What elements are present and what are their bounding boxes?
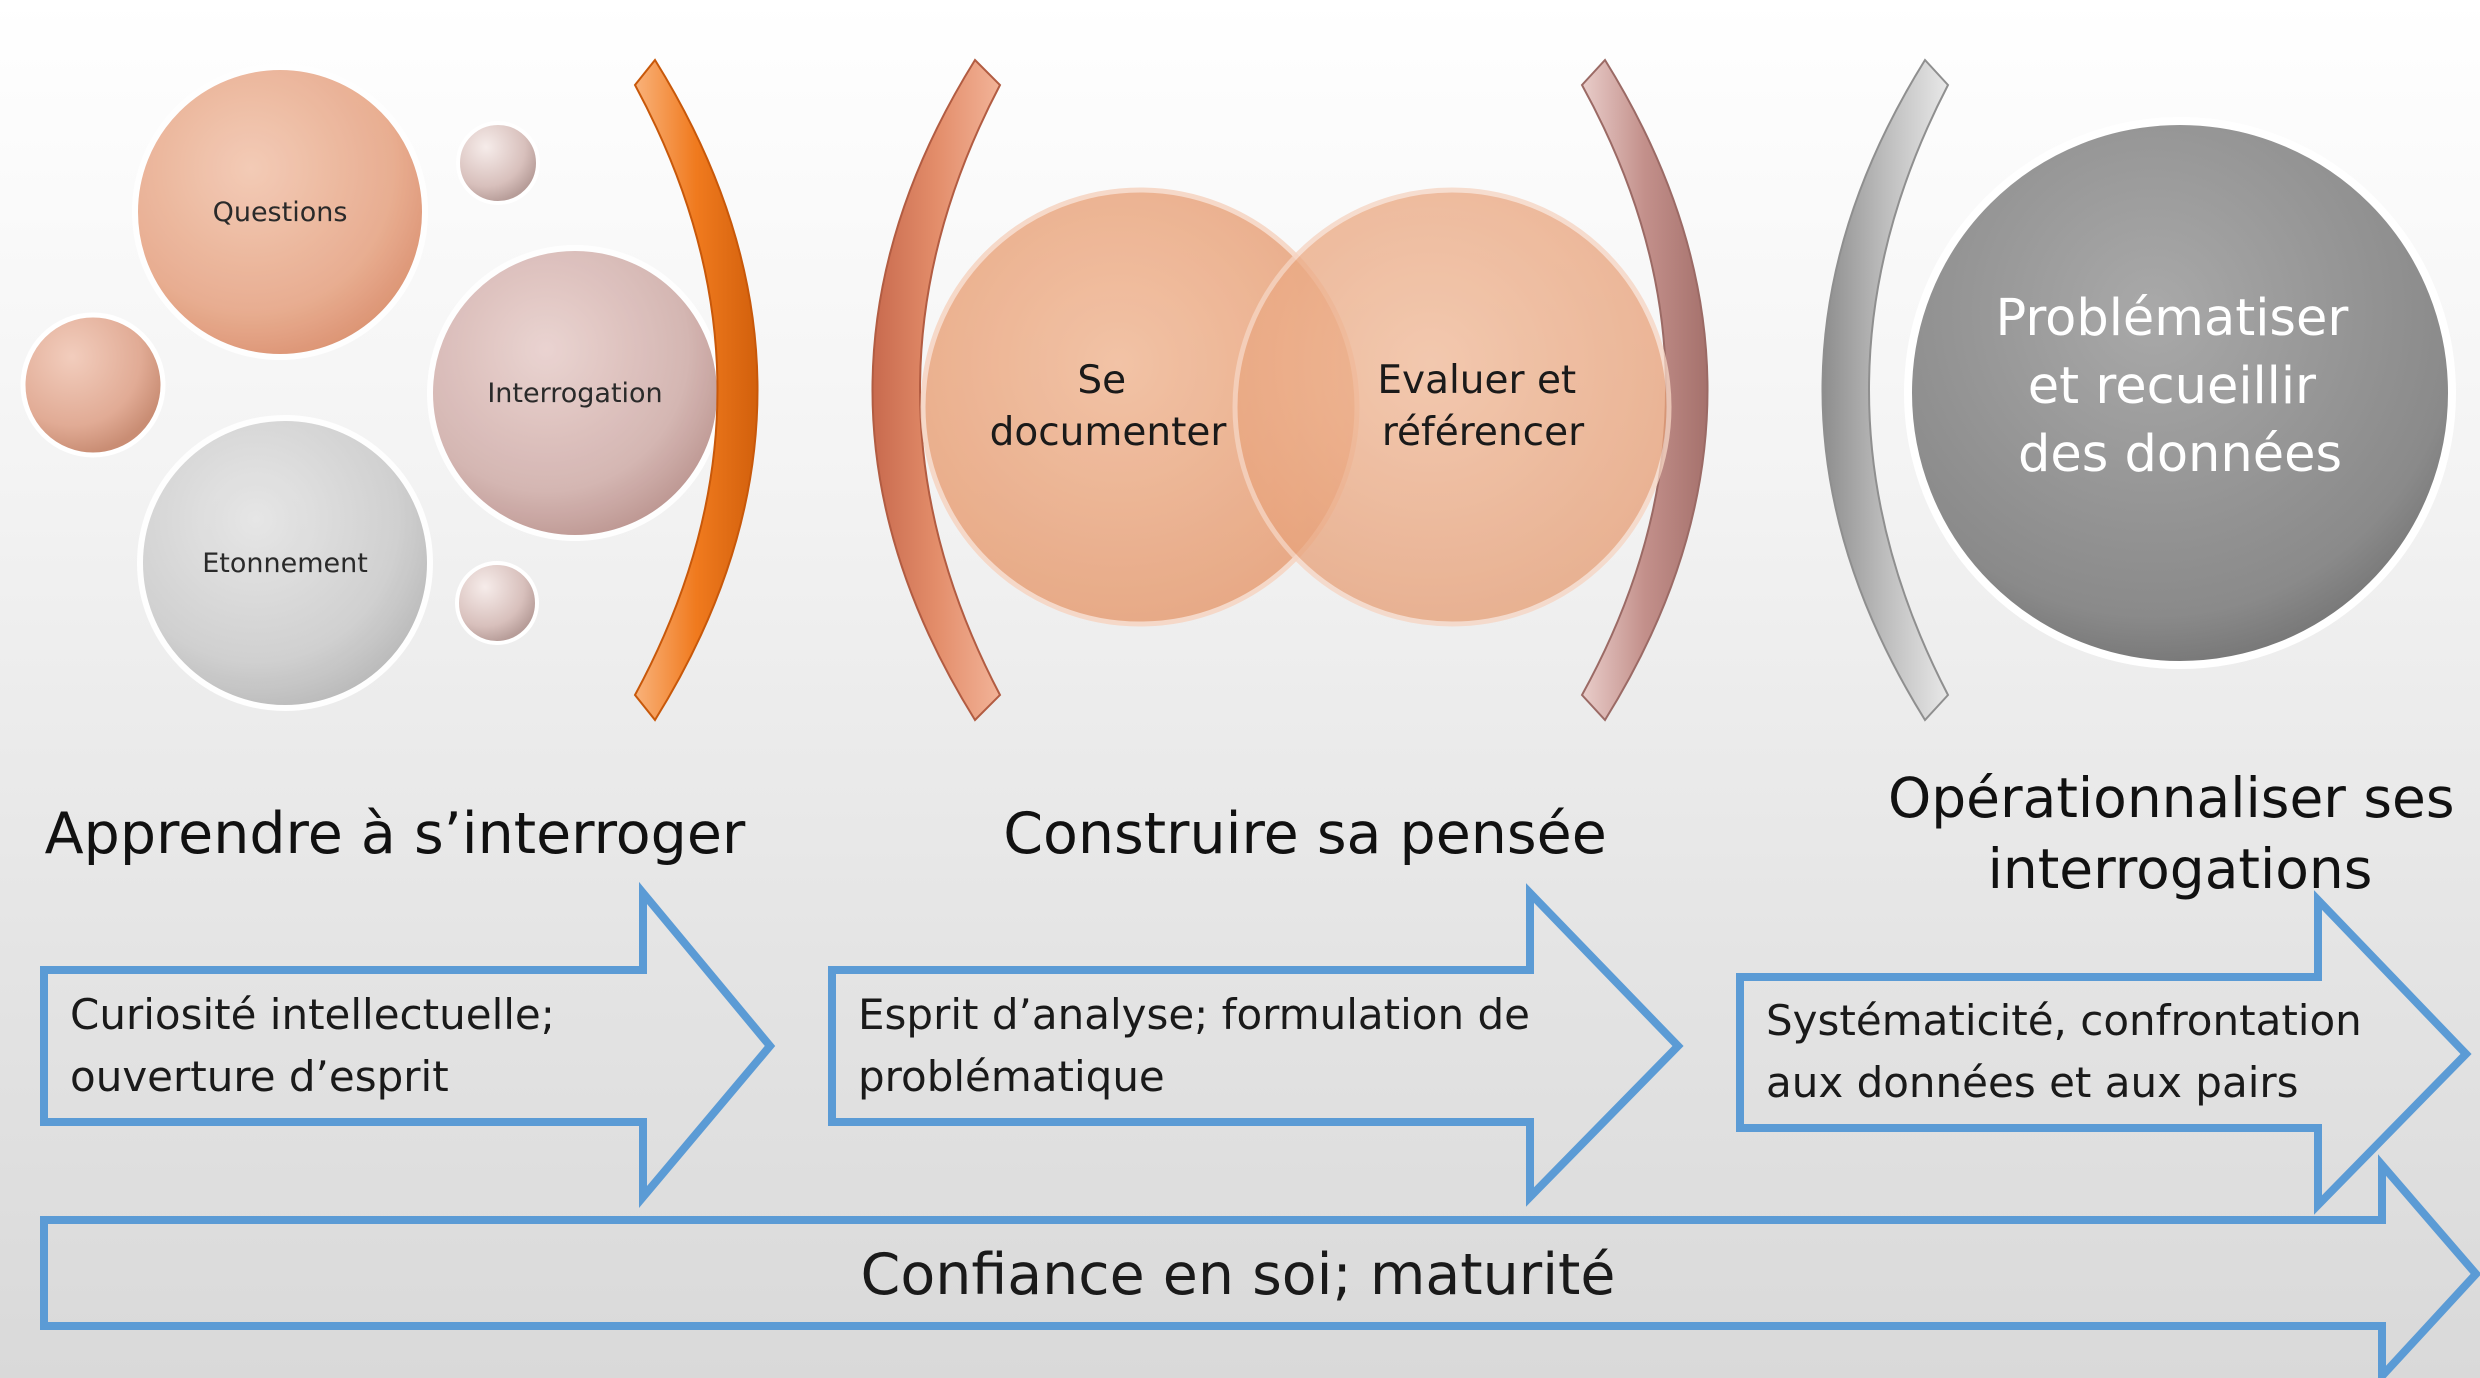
bubble-label-questions: Questions <box>213 197 348 228</box>
arrow-3-text: Systématicité, confrontation aux données… <box>1766 996 2375 1107</box>
bubble-label-interrogation: Interrogation <box>487 378 662 409</box>
phase-title-1: Apprendre à s’interroger <box>45 801 746 867</box>
venn-left-line: Se <box>1077 358 1126 403</box>
arrow-bottom <box>40 1154 2480 1378</box>
phase-title-3-line: Opérationnaliser ses <box>1888 766 2455 830</box>
arrow-1-text: Curiosité intellectuelle; ouverture d’es… <box>70 990 568 1101</box>
grey-label-line: des données <box>2018 425 2342 484</box>
arrow-bottom-text: Confiance en soi; maturité <box>861 1242 1616 1308</box>
grey-circle-label: Problématiser et recueillir des données <box>1995 289 2364 484</box>
bubble-questions <box>132 64 428 360</box>
phase-title-3: Opérationnaliser ses interrogations <box>1888 766 2472 901</box>
bracket-orange <box>633 58 759 722</box>
small-bubble <box>20 312 166 458</box>
arrow-1-line: Curiosité intellectuelle; <box>70 990 555 1039</box>
arrow-2-text: Esprit d’analyse; formulation de problém… <box>858 990 1543 1101</box>
grey-circle-group: Problématiser et recueillir des données <box>1904 117 2456 669</box>
grey-label-line: et recueillir <box>2028 357 2316 416</box>
bracket-rose <box>1580 58 1709 722</box>
venn-right-line: référencer <box>1382 410 1585 455</box>
phase-title-3-line: interrogations <box>1988 837 2373 901</box>
venn-diagram: Se documenter Evaluer et référencer <box>920 187 1672 627</box>
grey-label-line: Problématiser <box>1995 289 2348 348</box>
venn-circle-right <box>1232 187 1672 627</box>
venn-left-line: documenter <box>990 410 1228 455</box>
phase-title-2: Construire sa pensée <box>1003 801 1607 867</box>
bubble-etonnement <box>137 415 433 711</box>
arrow-3-line: aux données et aux pairs <box>1766 1058 2299 1107</box>
arrow-2-line: Esprit d’analyse; formulation de <box>858 990 1530 1039</box>
venn-label-right: Evaluer et référencer <box>1377 358 1588 455</box>
bracket-grey <box>1821 58 1950 722</box>
bubble-label-etonnement: Etonnement <box>202 548 368 579</box>
arrow-1-line: ouverture d’esprit <box>70 1052 449 1101</box>
arrow-2 <box>828 883 1684 1207</box>
bubble-cluster: Questions Interrogation Etonnement <box>20 64 723 711</box>
arrow-1 <box>40 881 776 1208</box>
bracket-salmon <box>871 58 1002 722</box>
grey-circle <box>1904 117 2456 669</box>
arrow-3-line: Systématicité, confrontation <box>1766 996 2362 1045</box>
small-bubble <box>455 561 539 645</box>
arrow-3 <box>1736 890 2472 1215</box>
small-bubble <box>456 121 540 205</box>
venn-label-left: Se documenter <box>990 358 1228 455</box>
arrow-2-line: problématique <box>858 1052 1165 1101</box>
venn-right-line: Evaluer et <box>1377 358 1576 403</box>
